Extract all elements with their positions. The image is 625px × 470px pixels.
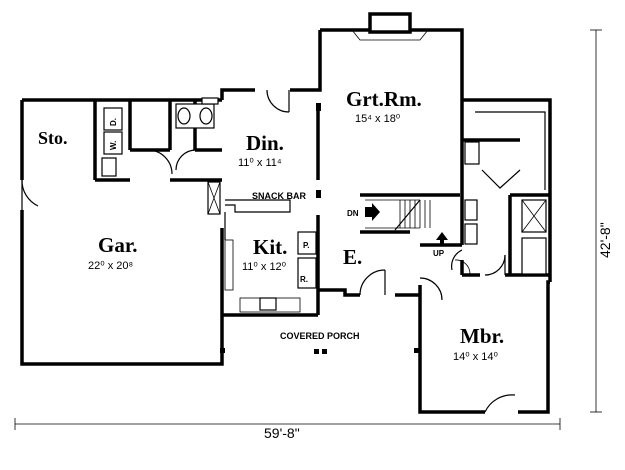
garage-size: 22⁰ x 20⁸ [88,260,133,272]
dining-size: 11⁰ x 11⁴ [238,157,282,169]
storage-label: Sto. [38,128,68,148]
snack-bar-label: SNACK BAR [252,191,307,201]
doors [21,89,521,413]
master-bedroom-size: 14⁰ x 14⁰ [453,351,498,363]
down-arrow-icon [365,203,380,221]
stair-up-label: UP [433,249,445,258]
overall-depth-label: 42'-8" [597,222,613,258]
fireplace-chimney [351,12,429,41]
exterior-walls [20,28,552,414]
great-room-size: 15⁴ x 18⁰ [355,113,401,125]
kitchen-label: Kit. [253,235,287,259]
great-room-label: Grt.Rm. [346,87,422,111]
fixtures [101,97,547,313]
garage-label: Gar. [98,233,137,257]
dining-label: Din. [246,131,284,155]
porch-posts [220,103,419,354]
pantry-label: P. [303,241,310,250]
interior-walls [93,100,550,290]
entry-label: E. [343,245,362,269]
refrigerator-label: R. [300,275,308,284]
stair-down-label: DN [347,209,359,218]
covered-porch-label: COVERED PORCH [280,331,360,341]
dimension-lines [14,29,602,430]
kitchen-size: 11⁰ x 12⁰ [242,261,287,273]
stair [365,199,431,231]
washer-label: W. [109,141,118,150]
up-arrow-icon [436,232,448,246]
overall-width-label: 59'-8" [264,425,300,441]
dryer-label: D. [109,118,118,126]
master-bedroom-label: Mbr. [460,324,504,348]
